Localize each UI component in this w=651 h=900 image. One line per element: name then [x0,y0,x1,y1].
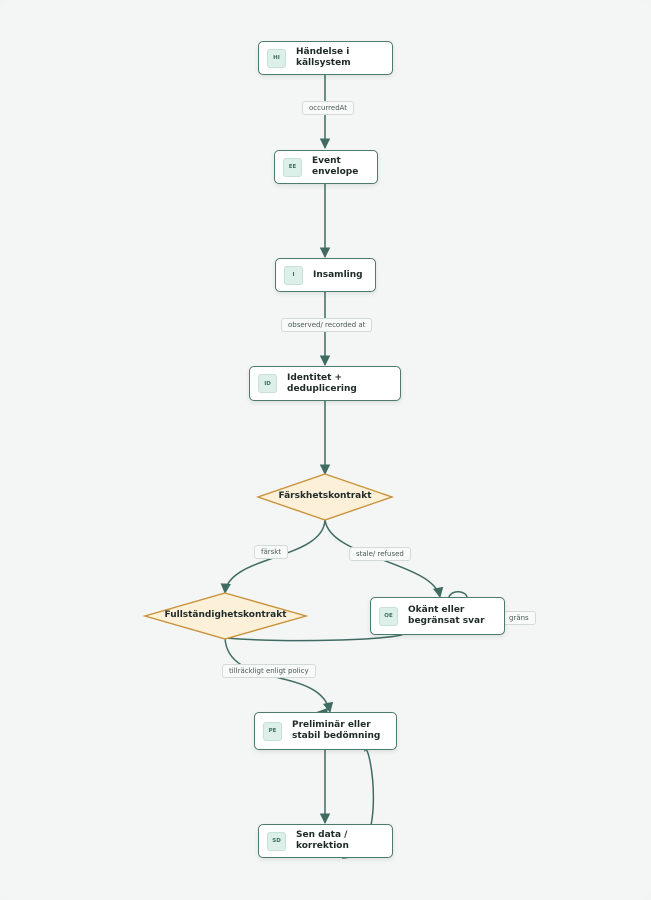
edge-label-occurred: occurredAt [302,101,355,115]
edge-okant-loop [448,591,468,598]
node-label: Identitet + deduplicering [287,372,357,394]
edge-label-stale: stale/ refused [349,547,411,561]
node-handelse[interactable]: HI Händelse i källsystem [258,41,393,75]
node-badge: I [284,265,303,285]
node-envelope[interactable]: EE Event envelope [274,150,378,184]
node-badge: SD [267,831,286,851]
node-okant[interactable]: OE Okänt eller begränsat svar [370,597,505,635]
node-label: Event envelope [312,156,359,177]
diamond-fullstandighet-label: Fullständighetskontrakt [164,610,287,620]
node-label: Insamling [313,269,363,280]
diamond-fullstandighet-shape [142,592,309,640]
node-badge: EE [283,157,302,177]
node-sen[interactable]: SD Sen data / korrektion [258,824,393,858]
edge-label-farskt: färskt [254,545,289,559]
node-label: Sen data / korrektion [296,830,349,851]
node-badge: ID [258,374,277,393]
diamond-farskhet-shape [255,473,395,521]
node-label: Preliminär eller stabil bedömning [292,720,381,741]
node-badge: OE [379,606,398,626]
node-badge: PE [263,721,282,741]
node-identitet[interactable]: ID Identitet + deduplicering [249,366,401,401]
edge-fullstandighet-okant [224,633,405,642]
node-preliminar[interactable]: PE Preliminär eller stabil bedömning [254,712,397,750]
edge-label-grans: gräns [496,611,536,625]
diamond-farskhet-label: Färskhetskontrakt [278,491,372,501]
node-label: Okänt eller begränsat svar [408,605,485,626]
edge-label-observed: observed/ recorded at [281,318,373,332]
node-label: Händelse i källsystem [296,47,351,68]
node-badge: HI [267,48,286,68]
edge-label-tillrackligt: tillräckligt enligt policy [222,664,316,678]
node-insamling[interactable]: I Insamling [275,258,376,292]
